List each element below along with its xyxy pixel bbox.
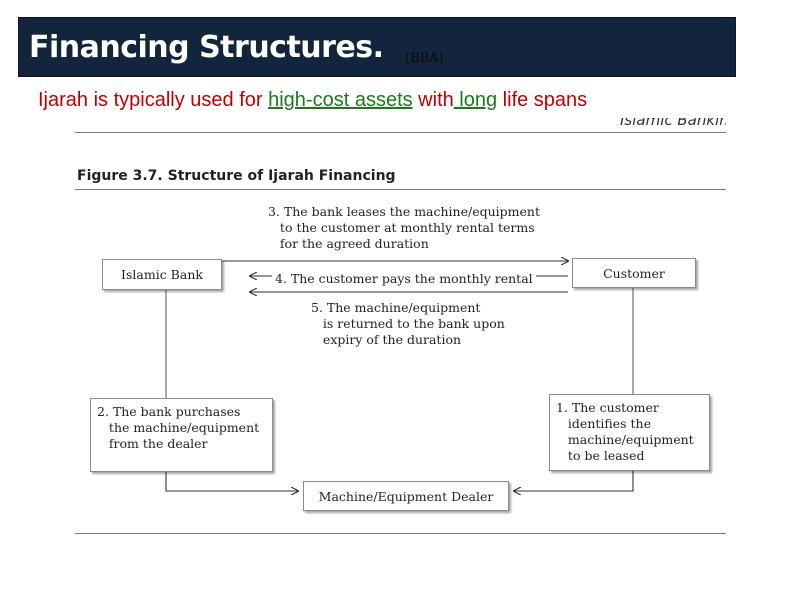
slide-title-note: (BBA): [405, 51, 444, 66]
figure-label: Figure 3.7. Structure of Ijarah Financin…: [77, 168, 396, 184]
book-header-crop: Islamic Banking: [606, 118, 726, 132]
subtitle-prefix: Ijarah is typically used for: [38, 89, 269, 111]
node-islamic-bank: Islamic Bank: [102, 259, 222, 290]
slide-title: Financing Structures.: [29, 30, 384, 65]
subtitle-highlight-long: long: [453, 89, 498, 111]
node-dealer: Machine/Equipment Dealer: [303, 481, 509, 511]
title-bar: Financing Structures. (BBA): [18, 17, 736, 77]
figure-header-rule: [75, 189, 726, 190]
book-header-text: Islamic Banking: [620, 118, 726, 129]
subtitle-suffix: life spans: [497, 89, 588, 111]
node-step2-purchase: 2. The bank purchases the machine/equipm…: [90, 398, 273, 472]
arrow-step2-dealer: [165, 472, 298, 491]
node-customer: Customer: [572, 258, 696, 288]
node-step1-identify: 1. The customer identifies the machine/e…: [549, 394, 710, 471]
label-step4: 4. The customer pays the monthly rental: [272, 271, 536, 287]
figure-top-rule: [75, 132, 726, 133]
label-step5: 5. The machine/equipment is returned to …: [311, 300, 505, 348]
subtitle-highlight-high-cost: high-cost assets: [268, 89, 413, 111]
figure-bottom-rule: [75, 533, 726, 534]
subtitle-middle: with: [412, 89, 454, 111]
arrow-step1-dealer: [514, 471, 634, 491]
label-step3: 3. The bank leases the machine/equipment…: [268, 204, 540, 252]
slide-subtitle: Ijarah is typically used for high-cost a…: [38, 89, 587, 112]
